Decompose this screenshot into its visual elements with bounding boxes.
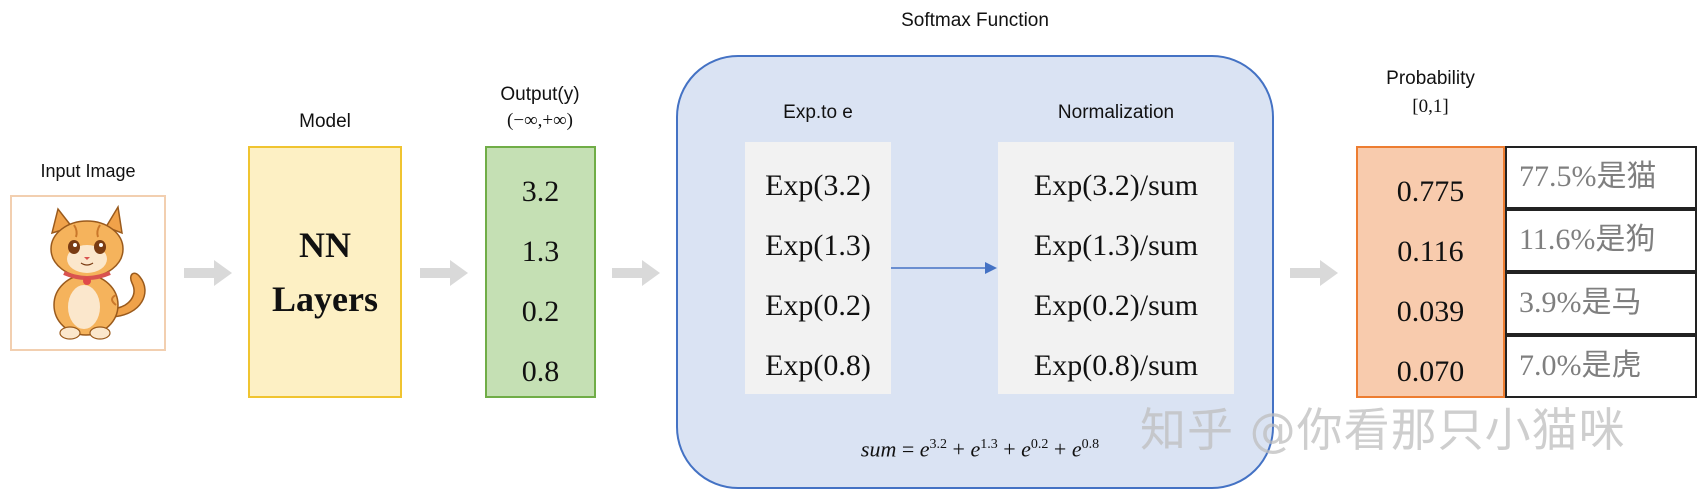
sum-formula: sum = e3.2 + e1.3 + e0.2 + e0.8 (860, 436, 1100, 462)
probability-label: Probability (1386, 68, 1475, 89)
softmax-title: Softmax Function (901, 10, 1049, 31)
output-range: (−∞,+∞) (507, 110, 573, 131)
model-label: Model (299, 111, 351, 132)
exp-row: Exp(1.3) (765, 229, 871, 262)
norm-row: Exp(3.2)/sum (1033, 169, 1199, 202)
normalization-panel: Exp(3.2)/sum Exp(1.3)/sum Exp(0.2)/sum E… (998, 142, 1234, 394)
probability-value: 0.775 (1396, 175, 1465, 208)
norm-row: Exp(0.2)/sum (1033, 289, 1199, 322)
flow-arrow-2 (420, 260, 468, 286)
exp-row: Exp(0.2) (765, 289, 871, 322)
exp-label: Exp.to e (783, 102, 853, 123)
probability-range: [0,1] (1412, 96, 1449, 117)
normalize-arrow (891, 262, 997, 274)
flow-arrow-1 (184, 260, 232, 286)
exp-row: Exp(3.2) (765, 169, 871, 202)
input-image-label: Input Image (40, 161, 136, 181)
percent-cell: 3.9%是马 (1505, 272, 1697, 335)
output-value: 0.2 (521, 295, 560, 328)
watermark: 知乎 @你看那只小猫咪 (1140, 403, 1626, 457)
norm-row: Exp(1.3)/sum (1033, 229, 1199, 262)
cat-illustration (50, 204, 146, 340)
flow-arrow-4 (1290, 260, 1338, 286)
input-image (10, 195, 166, 351)
output-box: 3.2 1.3 0.2 0.8 (485, 146, 596, 398)
model-text-line1: NN (299, 225, 351, 265)
flow-arrow-3 (612, 260, 660, 286)
model-text-line2: Layers (272, 279, 378, 319)
output-value: 0.8 (521, 355, 560, 388)
probability-value: 0.070 (1396, 355, 1465, 388)
percent-cell: 77.5%是猫 (1505, 146, 1697, 209)
output-value: 3.2 (521, 175, 560, 208)
probability-box: 0.775 0.116 0.039 0.070 (1356, 146, 1505, 398)
output-value: 1.3 (521, 235, 560, 268)
probability-value: 0.039 (1396, 295, 1465, 328)
norm-row: Exp(0.8)/sum (1033, 349, 1199, 382)
exp-row: Exp(0.8) (765, 349, 871, 382)
output-label: Output(y) (500, 84, 580, 105)
percent-cell: 7.0%是虎 (1505, 335, 1697, 398)
exp-panel: Exp(3.2) Exp(1.3) Exp(0.2) Exp(0.8) (745, 142, 891, 394)
probability-value: 0.116 (1397, 235, 1464, 268)
model-box: NN Layers (248, 146, 402, 398)
normalization-label: Normalization (1057, 102, 1175, 123)
percent-cell: 11.6%是狗 (1505, 209, 1697, 272)
